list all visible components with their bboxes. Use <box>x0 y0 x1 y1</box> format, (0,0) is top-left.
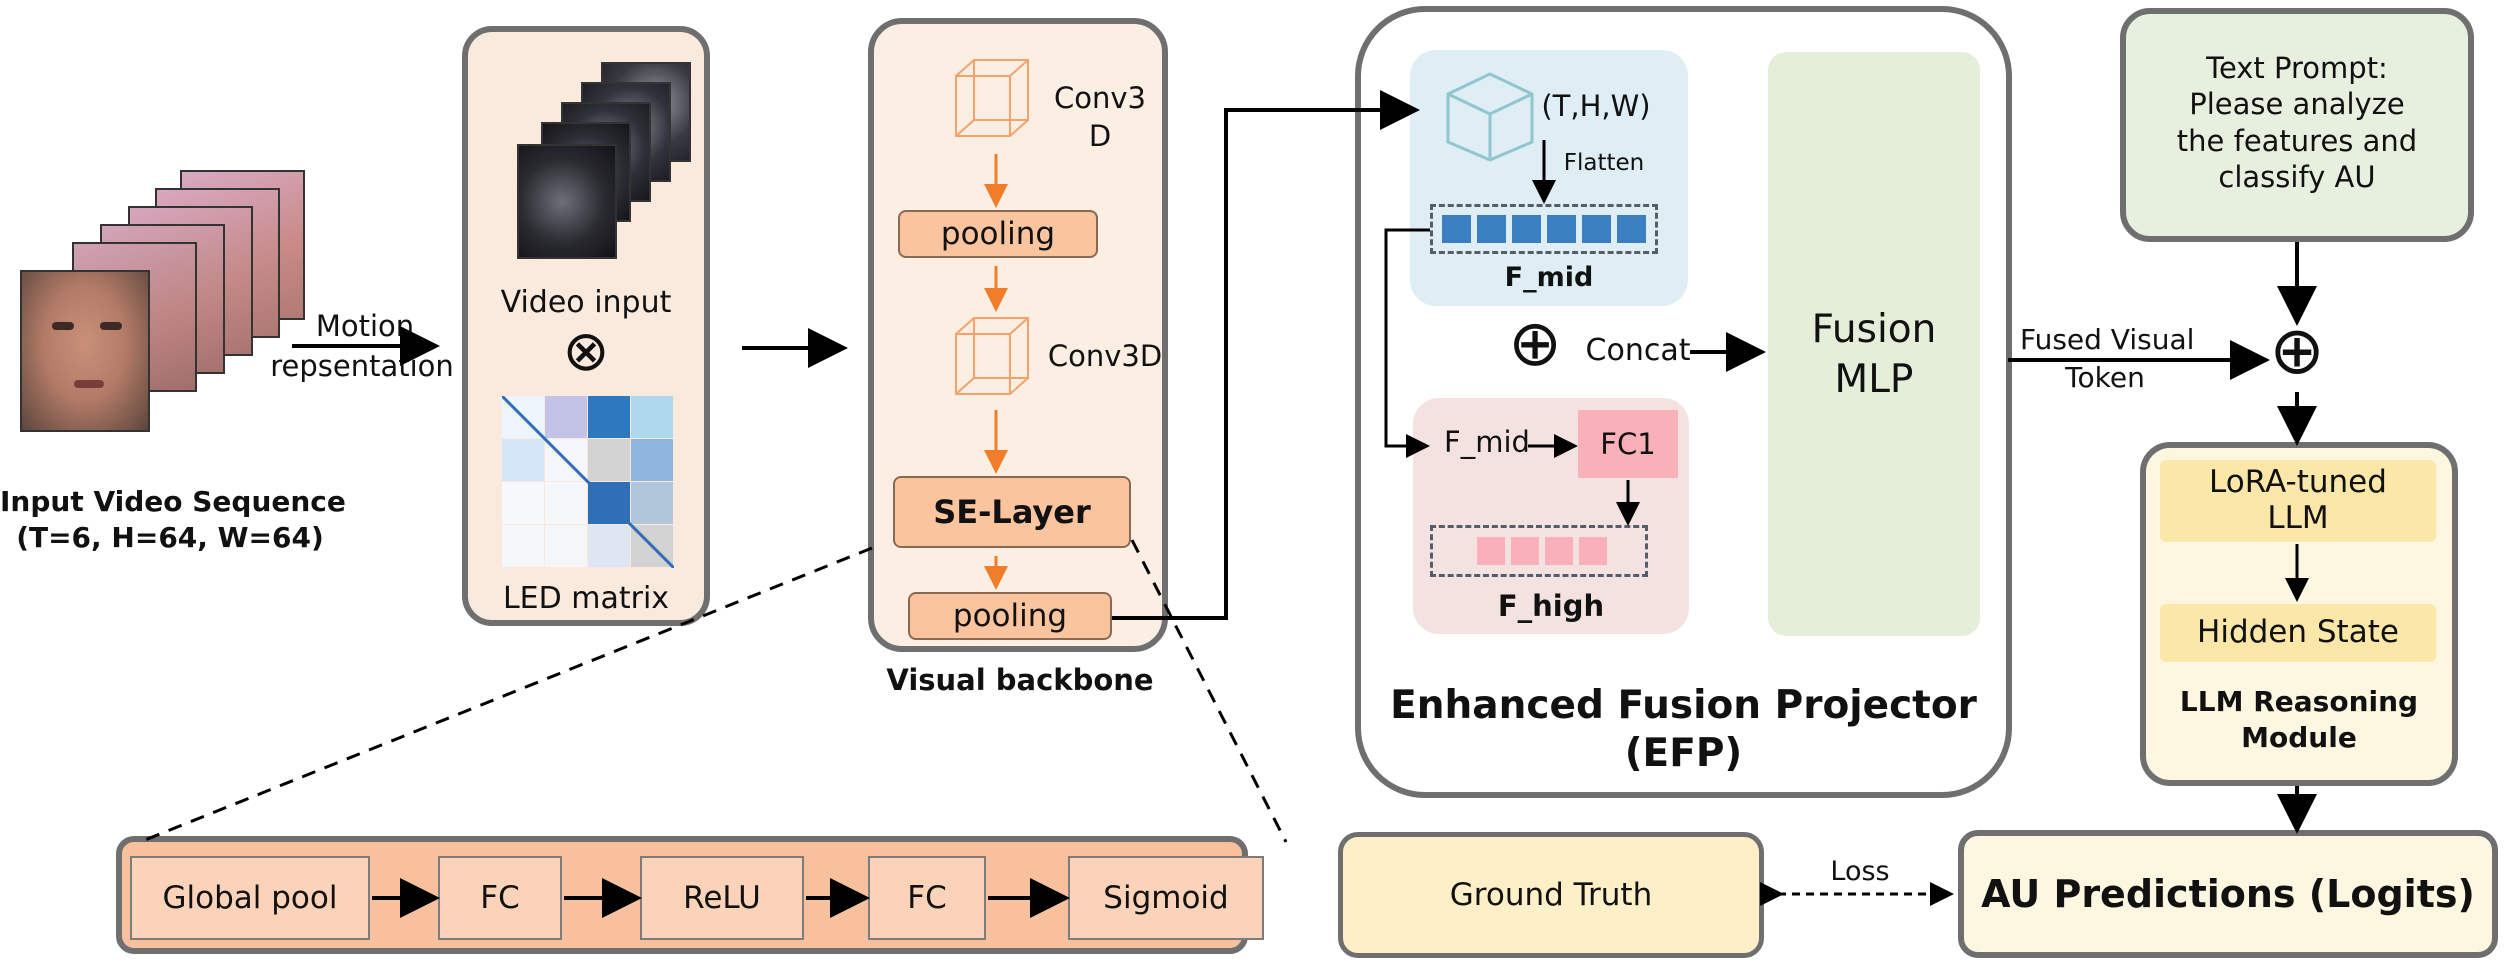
fmid-token-strip <box>1430 204 1658 254</box>
efp-subtitle: (EFP) <box>1624 731 1743 776</box>
pooling-box-1: pooling <box>898 210 1098 258</box>
se-step-global-pool: Global pool <box>130 856 370 940</box>
oplus-fuse-symbol: ⊕ <box>2269 312 2325 389</box>
concat-label: Concat <box>1585 333 1691 368</box>
llm-module-title-1: LLM Reasoning <box>2179 685 2419 718</box>
thw-label: (T,H,W) <box>1541 89 1651 123</box>
se-zoom-line-left <box>139 546 873 844</box>
conv3d-cube-icon-2 <box>952 312 1032 402</box>
input-title: Input Video Sequence <box>0 485 346 518</box>
led-cell <box>545 396 587 438</box>
fhigh-title: F_high <box>1497 589 1605 623</box>
conv3d-label-2: Conv3D <box>1047 339 1163 373</box>
prompt-line-4: classify AU <box>2218 159 2376 194</box>
conv3d-cube-icon <box>952 54 1032 144</box>
conv3d-label-1b: D <box>1088 119 1112 153</box>
motion-label: Motion <box>315 309 415 343</box>
llm-module-title-2: Module <box>2241 721 2357 754</box>
fmid-title: F_mid <box>1504 262 1594 293</box>
input-dims: (T=6, H=64, W=64) <box>16 521 324 554</box>
led-cell <box>588 525 630 567</box>
concat-oplus: ⊕ <box>1508 307 1562 381</box>
mlp-label: MLP <box>1834 357 1914 402</box>
au-predictions-box: AU Predictions (Logits) <box>1958 830 2498 958</box>
otimes-symbol: ⊗ <box>562 319 610 384</box>
led-cell <box>631 482 673 524</box>
fusion-label: Fusion <box>1811 307 1937 352</box>
ground-truth-box: Ground Truth <box>1338 832 1764 958</box>
fused-token-label-1: Fused Visual <box>2020 323 2195 356</box>
led-cell <box>631 439 673 481</box>
hidden-state-box: Hidden State <box>2160 604 2436 662</box>
led-cell <box>545 525 587 567</box>
fusion-mlp-box <box>1768 52 1980 636</box>
led-cell <box>502 525 544 567</box>
flatten-label: Flatten <box>1563 150 1645 176</box>
fmid-input-label: F_mid <box>1444 425 1530 459</box>
video-input-label: Video input <box>500 285 672 320</box>
fhigh-token-strip <box>1430 525 1648 577</box>
visual-backbone-title: Visual backbone <box>886 663 1154 697</box>
backbone-to-efp-arrow <box>1112 90 1420 620</box>
fmid-branch-arrow <box>1384 228 1430 458</box>
se-step-relu: ReLU <box>640 856 804 940</box>
se-layer-box: SE-Layer <box>893 476 1131 548</box>
lora-label-1: LoRA-tuned <box>2209 464 2387 501</box>
fc1-box: FC1 <box>1578 410 1678 478</box>
led-diagonal <box>500 394 676 570</box>
pooling-box-2: pooling <box>908 592 1112 640</box>
efp-title: Enhanced Fusion Projector <box>1390 683 1977 728</box>
prompt-line-2: Please analyze <box>2189 87 2405 122</box>
led-matrix-label: LED matrix <box>502 581 670 616</box>
text-prompt-lines: Text Prompt: Please analyze the features… <box>2120 50 2474 195</box>
video-input-stack <box>505 62 695 282</box>
fmid-region <box>1410 50 1688 306</box>
prompt-line-3: the features and <box>2176 123 2418 158</box>
se-zoom-line-right <box>1130 539 1288 843</box>
se-step-fc-1: FC <box>438 856 562 940</box>
led-cell <box>502 439 544 481</box>
led-cell <box>502 482 544 524</box>
text-prompt-box <box>2120 8 2474 242</box>
input-video-frames <box>20 170 310 440</box>
led-cell <box>588 439 630 481</box>
cube-thw-icon <box>1440 64 1540 164</box>
led-cell <box>545 482 587 524</box>
conv3d-label-1: Conv3 <box>1054 81 1146 115</box>
fused-token-label-2: Token <box>2065 361 2145 394</box>
led-cell <box>631 396 673 438</box>
lora-llm-box: LoRA-tuned LLM <box>2160 460 2436 542</box>
lora-label-2: LLM <box>2267 500 2329 536</box>
loss-label: Loss <box>1830 856 1890 887</box>
led-cell <box>588 396 630 438</box>
led-matrix <box>500 394 676 570</box>
prompt-line-1: Text Prompt: <box>2206 51 2388 85</box>
